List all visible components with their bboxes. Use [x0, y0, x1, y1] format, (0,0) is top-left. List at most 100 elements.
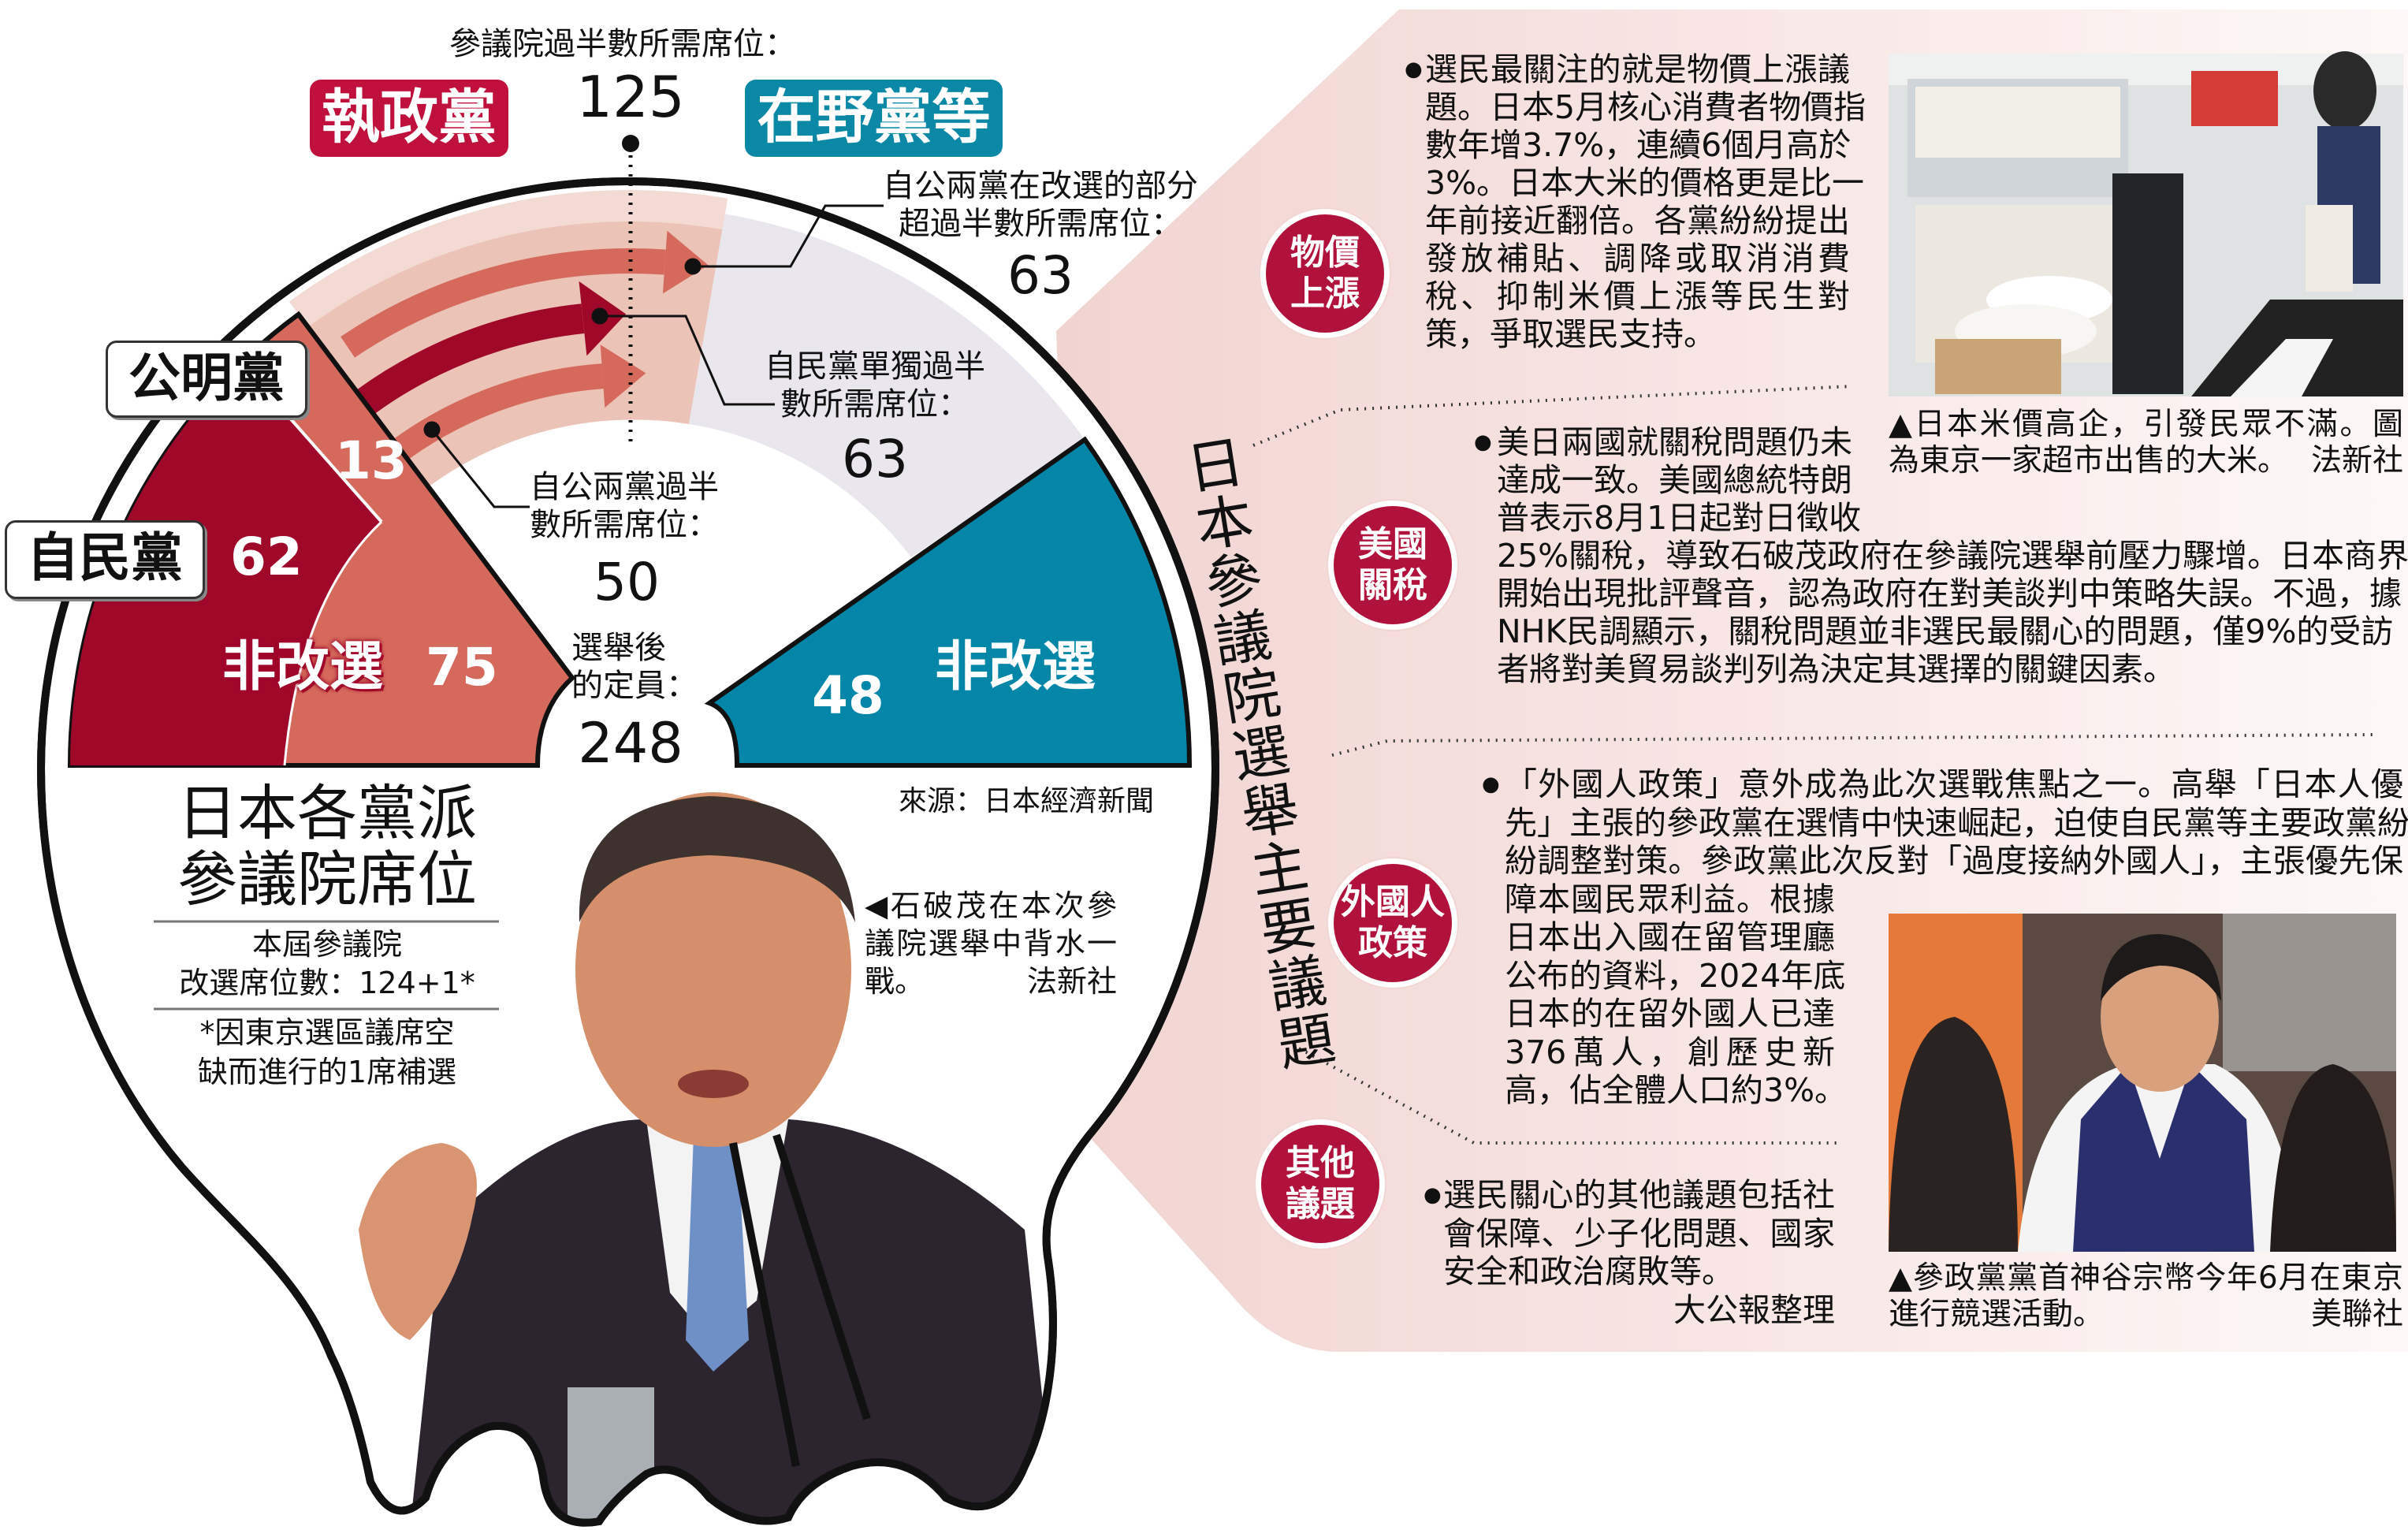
bullet-icon: ● [1474, 430, 1492, 454]
leader-contested-majority-dot [684, 258, 702, 275]
majority-label: 參議院過半數所需席位： [449, 26, 796, 62]
issue-text-line: 發放補貼、調降或取消消費 [1425, 240, 1850, 277]
caption-line: 進行競選活動。 [1889, 1297, 2105, 1332]
rice-photo-caption: ▲日本米價高企，引發民眾不滿。圖 為東京一家超市出售的大米。 法新社 [1889, 407, 2403, 479]
annotation-line: 超過半數所需席位： [899, 206, 1182, 242]
annotation-line: 數所需席位： [530, 507, 719, 543]
issue-text-line: 美日兩國就關稅問題仍未 [1497, 423, 1852, 461]
annotation-ldp-sole-majority: 自民黨單獨過半 數所需席位： [757, 348, 993, 423]
ishiba-photo-caption: ◀石破茂在本次參 議院選舉中背水一 戰。 法新社 [865, 887, 1117, 1000]
total-seats-label-line: 的定員： [571, 668, 698, 704]
total-seats-label: 選舉後 的定員： [571, 629, 698, 705]
issue-text-line: 安全和政治腐敗等。 [1443, 1253, 1734, 1290]
annotation-line: 數所需席位： [780, 386, 970, 423]
issue-text-line: 普表示8月1日起對日徵收 [1497, 499, 1862, 537]
issue-text-line: 者將對美貿易談判列為決定其選擇的關鍵因素。 [1497, 650, 2175, 688]
photo-hand [359, 1143, 477, 1340]
issue-text-line: 3%。日本大米的價格更是比一 [1425, 164, 1865, 202]
majority-band-outer-ring [288, 190, 728, 327]
ldp-label: 自民黨 [5, 520, 205, 599]
annotation-value: 50 [594, 552, 660, 612]
komeito-seats: 13 [335, 430, 408, 491]
photo-microphone [729, 1142, 800, 1467]
annotation-line: 自公兩黨在改選的部分 [883, 168, 1198, 204]
leader-contested-majority [693, 204, 884, 268]
issue-text-line: 376萬人，創歷史新 [1505, 1033, 1835, 1071]
issue-text-line: 高，佔全體人口約3%。 [1505, 1071, 1848, 1109]
arrow-ruling-contested-majority [341, 248, 666, 358]
bullet-icon: ● [1482, 772, 1500, 796]
opposition-nonelection-seats: 48 [812, 665, 884, 726]
reelection-seats-note: 本屆參議院 改選席位數：124+1* [154, 925, 501, 1003]
footnote-line: 缺而進行的1席補選 [197, 1055, 457, 1089]
photo-face [575, 792, 851, 1147]
caption-line: 議院選舉中背水一 [865, 926, 1117, 961]
compiled-by-credit: 大公報整理 [1673, 1291, 1835, 1329]
badge-text: 議題 [1286, 1184, 1355, 1224]
issue-text-line: 稅、抑制米價上漲等民生對 [1425, 277, 1850, 315]
annotation-value: 63 [1007, 245, 1074, 306]
photo-mouth [678, 1070, 749, 1098]
badge-text: 物價 [1290, 233, 1360, 273]
annotation-line: 自民黨單獨過半 [765, 348, 985, 385]
issue-text-line: 選民關心的其他議題包括社 [1443, 1176, 1835, 1214]
issue-text-line: 紛調整對策。參政黨此次反對「過度接納外國人」，主張優先保 [1505, 842, 2403, 880]
leader-ruling-majority [430, 429, 530, 508]
ldp-seats: 62 [230, 527, 303, 587]
ruling-edge-line [296, 312, 575, 679]
ruling-nonelection-seats: 75 [426, 637, 498, 698]
caption-line: ◀石破茂在本次參 [865, 888, 1117, 923]
annotation-ruling-majority: 自公兩黨過半 數所需席位： [530, 468, 727, 544]
annotation-ruling-majority-of-contested: 自公兩黨在改選的部分 超過半數所需席位： [875, 167, 1206, 243]
leader-ldp-majority-dot [591, 307, 609, 325]
photo-hair [579, 796, 855, 922]
bullet-icon: ● [1424, 1183, 1442, 1207]
issue-text-line: 「外國人政策」意外成為此次選戰焦點之一。高舉「日本人優 [1505, 765, 2403, 803]
badge-us-tariffs: 美國關稅 [1328, 501, 1457, 630]
badge-other-issues: 其他議題 [1256, 1119, 1385, 1249]
opposition-nonelection-label: 非改選 [935, 636, 1096, 698]
issue-text-line: 年前接近翻倍。各黨紛紛提出 [1425, 202, 1850, 240]
total-seats-label-line: 選舉後 [571, 630, 666, 666]
opposition-gap-band [689, 214, 1085, 557]
issue-text-line: 先」主張的參政黨在選情中快速崛起，迫使自民黨等主要政黨紛 [1505, 803, 2408, 842]
photo-credit: 法新社 [2310, 443, 2403, 478]
ruling-nonelection-label: 非改選 [222, 636, 384, 698]
badge-text: 上漲 [1290, 274, 1360, 314]
note-line: 本屆參議院 [251, 927, 402, 962]
chart-title: 日本各黨派 參議院席位 [154, 780, 501, 913]
arrow-ruling-majority [381, 363, 604, 468]
campaign-photo-caption: ▲參政黨黨首神谷宗幣今年6月在東京 進行競選活動。 美聯社 [1889, 1260, 2403, 1333]
data-source: 來源：日本經濟新聞 [899, 785, 1155, 817]
bullet-icon: ● [1405, 58, 1423, 81]
badge-text: 外國人 [1341, 882, 1445, 922]
note-line: 改選席位數：124+1* [179, 966, 475, 1000]
badge-price-rise: 物價上漲 [1260, 209, 1390, 338]
chart-title-line: 日本各黨派 [177, 778, 477, 848]
caption-line: ▲日本米價高企，引發民眾不滿。圖 [1889, 407, 2403, 442]
badge-text: 政策 [1358, 923, 1427, 963]
caption-line: 為東京一家超市出售的大米。 [1889, 443, 2289, 478]
komeito-label: 公明黨 [106, 341, 307, 418]
rice-store-photo [1889, 51, 2403, 396]
issue-text-line: 數年增3.7%，連續6個月高於 [1425, 126, 1852, 164]
issue-text-line: 選民最關注的就是物價上漲議 [1425, 50, 1850, 88]
issue-text-line: 開始出現批評聲音，認為政府在對美談判中策略失誤。不過，據 [1497, 575, 2402, 612]
photo-microphone [772, 1134, 871, 1420]
photo-tie [686, 1135, 749, 1372]
ldp-nonelection-divider [283, 520, 383, 766]
photo-credit: 美聯社 [2310, 1297, 2403, 1332]
ruling-coalition-tag: 執政黨 [310, 80, 508, 157]
opposition-tag: 在野黨等 [745, 80, 1003, 157]
arrow-ruling-majority-head [600, 344, 646, 408]
issue-text-line: 25%關稅，導致石破茂政府在參議院選舉前壓力驟增。日本商界 [1497, 537, 2408, 575]
annotation-line: 自公兩黨過半 [530, 469, 719, 505]
majority-value: 125 [576, 64, 685, 130]
issue-text-line: 策，爭取選民支持。 [1425, 315, 1716, 353]
badge-text: 關稅 [1358, 565, 1427, 605]
badge-foreigner-policy: 外國人政策 [1328, 858, 1457, 988]
majority-marker-dot [622, 135, 639, 152]
issue-text-line: 公布的資料，2024年底 [1505, 956, 1846, 995]
